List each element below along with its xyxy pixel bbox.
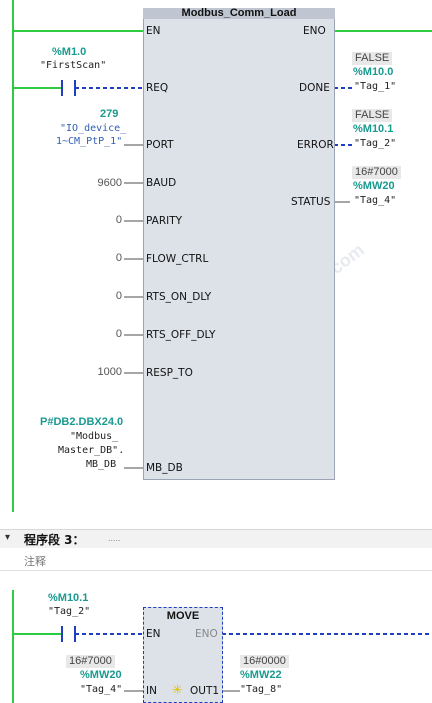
mb-db-tag-line3[interactable]: MB_DB bbox=[86, 459, 117, 470]
pin-port: PORT bbox=[146, 139, 174, 151]
in-status-value: 16#7000 bbox=[66, 655, 115, 668]
comment-label: 注释 bbox=[24, 555, 46, 568]
fb-title-bar bbox=[143, 8, 335, 19]
in-address[interactable]: %MW20 bbox=[80, 669, 122, 681]
port-value[interactable]: 279 bbox=[100, 108, 119, 120]
collapse-arrow-icon[interactable]: ▾ bbox=[5, 532, 11, 543]
n3-contact[interactable] bbox=[58, 624, 80, 644]
pin-eno: ENO bbox=[303, 25, 326, 37]
n3-contact-address[interactable]: %M10.1 bbox=[48, 592, 89, 604]
pin-done: DONE bbox=[299, 82, 330, 94]
asterisk-icon: ✳ bbox=[172, 682, 183, 697]
move-pin-en: EN bbox=[146, 628, 161, 640]
pin-parity: PARITY bbox=[146, 215, 183, 227]
req-contact-tag[interactable]: "FirstScan" bbox=[40, 60, 107, 71]
pin-error: ERROR bbox=[297, 139, 334, 151]
error-status-value: FALSE bbox=[352, 109, 393, 122]
error-tag[interactable]: "Tag_2" bbox=[354, 138, 397, 149]
move-pin-in: IN bbox=[146, 685, 157, 697]
parity-constant[interactable]: 0 bbox=[115, 214, 122, 226]
pin-flow-ctrl: FLOW_CTRL bbox=[146, 253, 209, 265]
error-address[interactable]: %M10.1 bbox=[353, 123, 394, 135]
pin-en: EN bbox=[146, 25, 161, 37]
port-tag-line2[interactable]: 1~CM_PtP_1" bbox=[56, 136, 123, 147]
modbus-comm-load-block[interactable] bbox=[143, 10, 335, 480]
status-tag[interactable]: "Tag_4" bbox=[354, 195, 397, 206]
pin-status: STATUS bbox=[291, 196, 331, 208]
pin-rts-on-dly: RTS_ON_DLY bbox=[146, 291, 212, 303]
n3-contact-tag[interactable]: "Tag_2" bbox=[48, 606, 91, 617]
status-value: 16#7000 bbox=[352, 166, 401, 179]
resp-to-constant[interactable]: 1000 bbox=[97, 366, 122, 378]
done-address[interactable]: %M10.0 bbox=[353, 66, 394, 78]
network-3-comment[interactable]: 注释 bbox=[0, 550, 432, 571]
done-tag[interactable]: "Tag_1" bbox=[354, 81, 397, 92]
status-address[interactable]: %MW20 bbox=[353, 180, 395, 192]
move-pin-eno: ENO bbox=[195, 628, 218, 640]
out1-status-value: 16#0000 bbox=[240, 655, 289, 668]
pin-baud: BAUD bbox=[146, 177, 177, 189]
port-tag-line1[interactable]: "IO_device_ bbox=[60, 123, 127, 134]
network-3-title: 程序段 3： bbox=[24, 533, 85, 547]
pin-req: REQ bbox=[146, 82, 169, 94]
mb-db-tag-line2[interactable]: Master_DB". bbox=[58, 445, 125, 456]
out1-tag[interactable]: "Tag_8" bbox=[240, 684, 283, 695]
req-contact-address[interactable]: %M1.0 bbox=[52, 46, 87, 58]
mb-db-tag-line1[interactable]: "Modbus_ bbox=[70, 431, 119, 442]
rts-off-dly-constant[interactable]: 0 bbox=[115, 328, 122, 340]
rts-on-dly-constant[interactable]: 0 bbox=[115, 290, 122, 302]
pin-mb-db: MB_DB bbox=[146, 462, 183, 474]
pin-rts-off-dly: RTS_OFF_DLY bbox=[146, 329, 216, 341]
move-pin-out1: OUT1 bbox=[190, 685, 220, 697]
in-tag[interactable]: "Tag_4" bbox=[80, 684, 123, 695]
fb-title: Modbus_Comm_Load bbox=[181, 7, 297, 19]
req-contact[interactable] bbox=[58, 78, 80, 98]
move-title: MOVE bbox=[166, 610, 200, 622]
network-3-dots: ..... bbox=[108, 533, 121, 543]
pin-resp-to: RESP_TO bbox=[146, 367, 193, 379]
flow-ctrl-constant[interactable]: 0 bbox=[115, 252, 122, 264]
done-status-value: FALSE bbox=[352, 52, 393, 65]
mb-db-address[interactable]: P#DB2.DBX24.0 bbox=[40, 416, 124, 428]
out1-address[interactable]: %MW22 bbox=[240, 669, 282, 681]
baud-constant[interactable]: 9600 bbox=[97, 177, 122, 189]
network-3-header[interactable]: ▾ 程序段 3： ..... bbox=[0, 529, 432, 548]
